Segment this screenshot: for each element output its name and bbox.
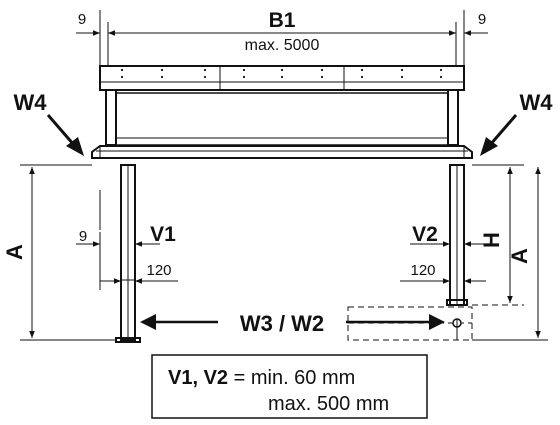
post-left-120-label: 120 bbox=[146, 262, 171, 279]
note-min-value: = min. 60 mm bbox=[228, 367, 355, 389]
floor-anchor-right bbox=[347, 306, 473, 341]
canopy-housing bbox=[99, 65, 465, 146]
dimension-h bbox=[472, 164, 524, 306]
note-v1-v2: V1, V2 bbox=[168, 367, 228, 389]
gap-right-top-label: 9 bbox=[478, 11, 486, 28]
dimension-a-right bbox=[472, 167, 548, 341]
w3-w2-label: W3 / W2 bbox=[240, 311, 324, 336]
post-right-120-label: 120 bbox=[410, 262, 435, 279]
a-left-label: A bbox=[2, 244, 27, 260]
a-right-label: A bbox=[507, 248, 532, 264]
front-bar bbox=[91, 145, 473, 159]
note-line-1: V1, V2 = min. 60 mm bbox=[168, 367, 355, 389]
dimension-v2 bbox=[400, 241, 486, 284]
dimension-v1 bbox=[76, 190, 178, 290]
mounting-holes bbox=[120, 68, 443, 79]
gap-left-top-label: 9 bbox=[78, 11, 86, 28]
left-post bbox=[115, 164, 141, 343]
dimension-a-left bbox=[20, 164, 116, 341]
gap-left-post-label: 9 bbox=[79, 228, 87, 245]
w4-right-arrow bbox=[480, 114, 518, 156]
w4-left-arrow bbox=[46, 114, 84, 156]
w4-right-label: W4 bbox=[520, 90, 554, 115]
v1-label: V1 bbox=[150, 223, 176, 246]
note-line-2: max. 500 mm bbox=[268, 393, 389, 415]
b1-max-label: max. 5000 bbox=[245, 37, 320, 54]
w3-w2-arrows bbox=[140, 314, 445, 330]
note-box bbox=[151, 354, 428, 419]
h-label: H bbox=[479, 232, 504, 248]
dimension-b1 bbox=[76, 10, 488, 66]
right-post bbox=[446, 164, 468, 306]
b1-label: B1 bbox=[269, 9, 296, 32]
v2-label: V2 bbox=[412, 223, 438, 246]
w4-left-label: W4 bbox=[14, 90, 48, 115]
